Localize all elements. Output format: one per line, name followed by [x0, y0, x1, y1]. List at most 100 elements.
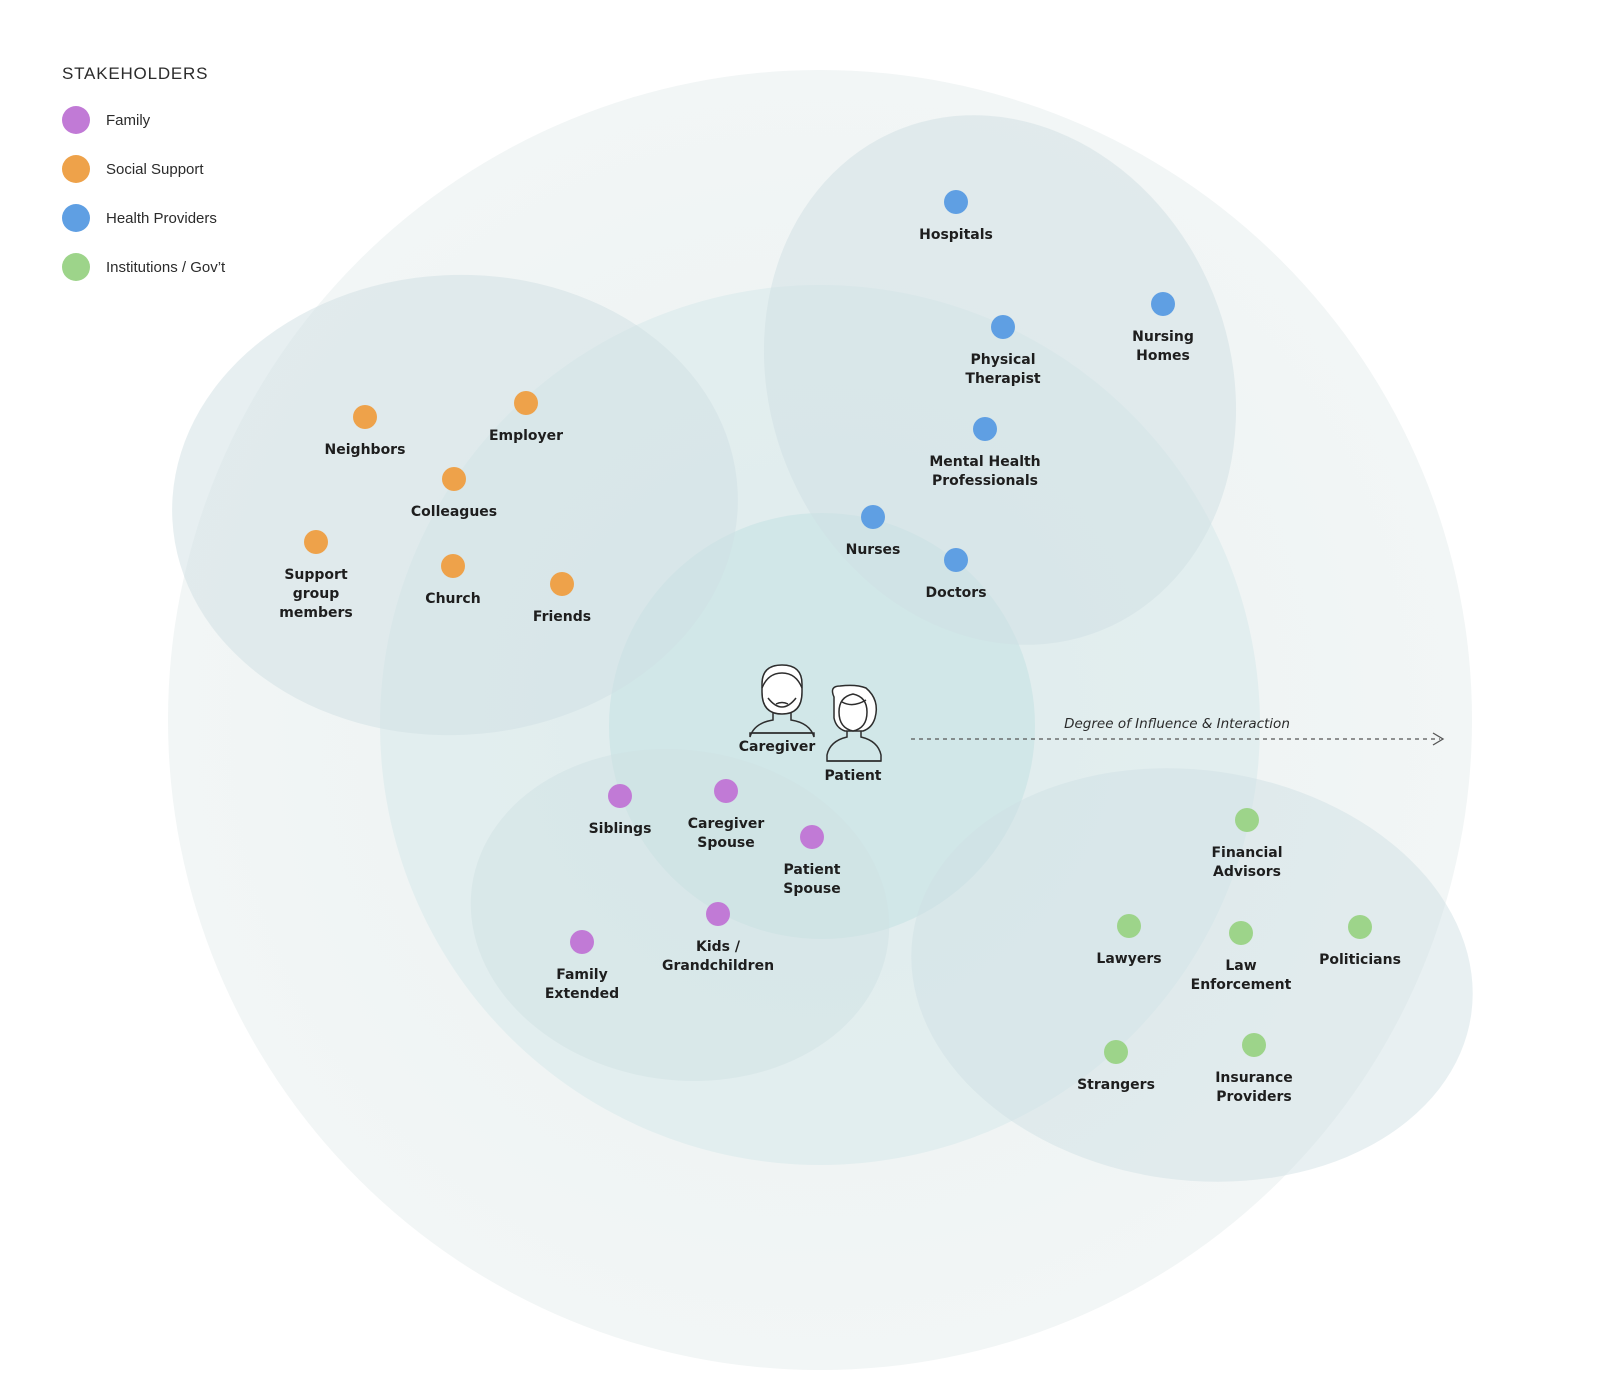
stakeholder-label-line: Mental Health [929, 454, 1040, 470]
patient-icon [826, 684, 882, 762]
stakeholder-label-line: Insurance [1215, 1070, 1293, 1086]
stakeholder-label-line: Spouse [783, 881, 841, 897]
stakeholder-label-line: Providers [1216, 1089, 1291, 1105]
stakeholder-label-line: Siblings [589, 821, 652, 837]
stakeholder-label: Kids /Grandchildren [662, 939, 774, 974]
stakeholder-dot [800, 825, 824, 849]
stakeholder-dot [1117, 914, 1141, 938]
stakeholder-label: Support group members [279, 567, 352, 621]
social-zone [172, 274, 738, 736]
stakeholder-label-line: Church [425, 591, 480, 607]
stakeholder-label: Politicians [1319, 952, 1401, 968]
stakeholder-kids-grandchildren: Kids /Grandchildren [662, 902, 774, 974]
stakeholder-label-line: Patient [784, 862, 841, 878]
stakeholder-label-line: group [293, 586, 340, 602]
stakeholder-label-line: Physical [970, 352, 1035, 368]
stakeholder-label: Colleagues [411, 504, 497, 520]
stakeholder-label-line: Nursing [1132, 329, 1194, 345]
stakeholder-label-line: Homes [1136, 348, 1190, 364]
stakeholder-dot [944, 548, 968, 572]
legend-label: Social Support [106, 160, 204, 178]
stakeholder-colleagues: Colleagues [411, 467, 497, 520]
stakeholder-church: Church [425, 554, 481, 607]
family-zone [470, 749, 890, 1081]
legend: STAKEHOLDERS Family Social Support Healt… [62, 64, 225, 302]
legend-label: Institutions / Gov’t [106, 258, 226, 276]
stakeholder-dot [441, 554, 465, 578]
stakeholder-label-line: Spouse [697, 835, 755, 851]
stakeholder-label-line: Strangers [1077, 1077, 1155, 1093]
caregiver-figure: Caregiver [739, 664, 816, 755]
legend-label: Health Providers [106, 209, 217, 227]
patient-figure: Patient [825, 684, 882, 784]
stakeholder-siblings: Siblings [589, 784, 652, 837]
stakeholder-dot [353, 405, 377, 429]
stakeholder-dot [1235, 808, 1259, 832]
stakeholder-label: Friends [533, 609, 591, 625]
stakeholder-label-line: Nurses [846, 542, 901, 558]
stakeholder-dot [304, 530, 328, 554]
stakeholder-label-line: Therapist [965, 371, 1041, 387]
stakeholder-dot [944, 190, 968, 214]
stakeholder-neighbors: Neighbors [325, 405, 405, 458]
stakeholder-label-line: Doctors [925, 585, 986, 601]
stakeholder-friends: Friends [533, 572, 591, 625]
stakeholder-label-line: Grandchildren [662, 958, 774, 974]
stakeholder-label-line: Politicians [1319, 952, 1401, 968]
caregiver-label: Caregiver [739, 739, 816, 755]
stakeholder-label: Siblings [589, 821, 652, 837]
stakeholder-label-line: members [279, 605, 352, 621]
stakeholder-support-group-members: Support group members [279, 530, 353, 621]
stakeholder-label-line: Lawyers [1096, 951, 1161, 967]
stakeholder-dot [442, 467, 466, 491]
legend-label: Family [106, 111, 151, 129]
stakeholder-label-line: Extended [545, 986, 619, 1002]
stakeholder-doctors: Doctors [925, 548, 987, 601]
stakeholder-label: Hospitals [919, 227, 993, 243]
stakeholder-dot [861, 505, 885, 529]
stakeholder-label: Nurses [846, 542, 901, 558]
stakeholder-strangers: Strangers [1077, 1040, 1155, 1093]
stakeholder-dot [1229, 921, 1253, 945]
stakeholder-dot [1242, 1033, 1266, 1057]
influence-arrow-label: Degree of Influence & Interaction [1064, 716, 1290, 732]
stakeholder-label-line: Friends [533, 609, 591, 625]
stakeholder-label-line: Support [284, 567, 348, 583]
stakeholder-label-line: Law [1225, 958, 1256, 974]
stakeholder-dot [991, 315, 1015, 339]
health-providers-dot-icon [62, 204, 90, 232]
stakeholder-label: Church [425, 591, 480, 607]
stakeholder-label: Doctors [925, 585, 986, 601]
stakeholder-politicians: Politicians [1319, 915, 1401, 968]
zones [168, 70, 1473, 1370]
stakeholder-dot [1151, 292, 1175, 316]
stakeholder-label-line: Hospitals [919, 227, 993, 243]
stakeholder-label-line: Enforcement [1191, 977, 1292, 993]
stakeholder-label-line: Family [556, 967, 608, 983]
stakeholder-dot [1348, 915, 1372, 939]
institutions-dot-icon [62, 253, 90, 281]
stakeholder-dot [706, 902, 730, 926]
stakeholder-label-line: Professionals [932, 473, 1038, 489]
stakeholder-dot [550, 572, 574, 596]
stakeholder-hospitals: Hospitals [919, 190, 993, 243]
stakeholder-dot [570, 930, 594, 954]
stakeholder-dot [608, 784, 632, 808]
patient-label: Patient [825, 768, 882, 784]
stakeholder-label: Lawyers [1096, 951, 1161, 967]
stakeholder-label-line: Advisors [1213, 864, 1281, 880]
